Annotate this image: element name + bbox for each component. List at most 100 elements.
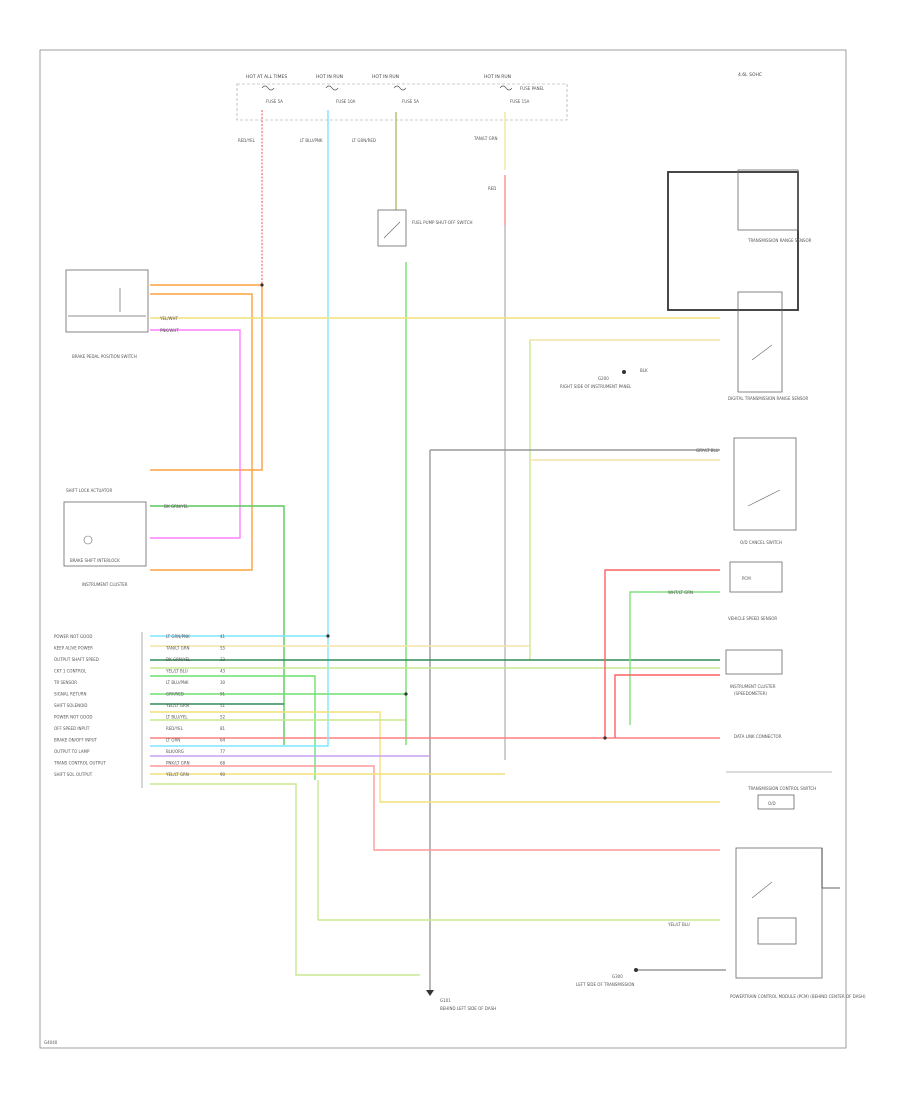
fuse-rating-1: FUSE 5A (266, 99, 283, 104)
pcm-pin-number: 33 (220, 657, 226, 662)
pressure-switch-lower (737, 291, 783, 393)
ground-g200-label: G200 (598, 376, 609, 381)
engine-label: 4.6L SOHC (738, 72, 762, 78)
shift-solenoid-box (63, 501, 147, 567)
ground-arrow-2 (426, 990, 434, 996)
brake-switch-component: BRAKE PEDAL POSITION SWITCH (65, 269, 149, 359)
pcm-pin-wire: LT BLU/YEL (166, 715, 188, 720)
fuse-panel: HOT AT ALL TIMES HOT IN RUN HOT IN RUN H… (236, 74, 568, 121)
pcm-pin-wire: GRY/RED (166, 692, 184, 697)
right-lower-module (735, 847, 823, 979)
right-lower-component: TRANSMISSION CONTROL SWITCH O/D POWERTRA… (730, 786, 866, 999)
junction-dot (260, 283, 264, 287)
wire-label-dk-grn: DK GRN/YEL (164, 504, 189, 509)
ground-g300-label: G300 (612, 974, 623, 979)
shift-solenoid-title: SHIFT LOCK ACTUATOR (66, 488, 112, 493)
speedo-component: INSTRUMENT CLUSTER (SPEEDOMETER) DATA LI… (725, 649, 783, 739)
right-lower-title: TRANSMISSION CONTROL SWITCH (747, 786, 816, 791)
ground-g101-label: G101 (440, 998, 451, 1003)
ground-g300: G300 LEFT SIDE OF TRANSMISSION (576, 968, 726, 987)
wire-red-sensor (604, 569, 720, 738)
junction-dot (603, 736, 607, 740)
right-lower-box (757, 794, 795, 810)
fuse-label-1: HOT AT ALL TIMES (246, 74, 287, 80)
wire-label-yel-wht: YEL/WHT (159, 316, 179, 321)
pcm-pin-name: POWER NOT GOOD (54, 634, 92, 639)
cluster-label: INSTRUMENT CLUSTER (82, 582, 128, 587)
fuse-rating-2: FUSE 10A (336, 99, 356, 104)
ground-g300-note: LEFT SIDE OF TRANSMISSION (576, 982, 634, 987)
fuse-panel-box (236, 83, 568, 121)
pcm-pin-wire: YEL/LT GRN (165, 772, 189, 777)
pcm-pin-wire: LT GRN (166, 738, 180, 743)
fuse-symbol-4 (499, 85, 513, 91)
pcm-pin-number: 77 (220, 749, 226, 754)
pcm-pin-wire: YEL/LT GRN (165, 703, 189, 708)
pcm-pin-number: 81 (220, 726, 226, 731)
pressure-switch-label: TRANSMISSION RANGE SENSOR (747, 238, 812, 243)
junction-dot (326, 634, 330, 638)
diagram-frame (39, 49, 847, 1049)
pcm-pin-name: KEEP ALIVE POWER (54, 646, 93, 651)
solenoid-coil-icon (83, 535, 93, 545)
wire-label-red-yel-top: RED/YEL (238, 138, 256, 143)
fuel-cutoff-component: FUEL PUMP SHUT-OFF SWITCH (377, 209, 473, 247)
pcm-pin-wire: LT GRN/PNK (166, 634, 190, 639)
fuse-symbol-1 (261, 85, 275, 91)
pressure-switch-contact (751, 344, 773, 361)
wire-red-speedo (614, 674, 720, 738)
pcm-pin-name: OUTPUT TO LAMP (54, 749, 90, 754)
fuse-rating-3: FUSE 5A (402, 99, 419, 104)
pcm-pin-number: 51 (220, 703, 226, 708)
ground-g200-note: RIGHT SIDE OF INSTRUMENT PANEL (560, 384, 632, 389)
ground-g200: G200 RIGHT SIDE OF INSTRUMENT PANEL (560, 370, 632, 389)
right-lower-inner (757, 917, 797, 945)
wire-green-cluster (150, 505, 285, 745)
right-lower-contact (751, 881, 773, 899)
fuse-panel-label: FUSE PANEL (520, 86, 545, 91)
wire-orange-2 (150, 293, 253, 571)
pcm-pin-name: BRAKE ON/OFF INPUT (54, 738, 98, 743)
pcm-pin-name: CKT 1 CONTROL (54, 669, 87, 674)
wire-pcm-8 (150, 711, 720, 803)
pcm-pin-number: 55 (220, 646, 226, 651)
pcm-pin-number: 64 (220, 738, 226, 743)
wire-label-gry: GRY/LT BLU (696, 448, 719, 453)
fuel-cutoff-label: FUEL PUMP SHUT-OFF SWITCH (412, 220, 473, 225)
wire-label-pnk-wht: PNK/WHT (160, 328, 179, 333)
rear-sensor-pcm: PCM (742, 576, 751, 581)
wire-pcm-15 (150, 783, 420, 976)
junction-dot (404, 692, 408, 696)
speedo-box (725, 649, 783, 675)
wire-pcm-11 (150, 735, 329, 747)
fuel-cutoff-contact (383, 221, 401, 239)
wire-orange-1 (150, 284, 263, 471)
pcm-pin-name: TRANS CONTROL OUTPUT (53, 761, 106, 766)
pcm-pin-number: 43 (220, 669, 226, 674)
brake-switch-label: BRAKE PEDAL POSITION SWITCH (72, 354, 137, 359)
ratio-switch-box (733, 437, 797, 531)
pcm-pin-number: 68 (220, 761, 226, 766)
pcm-pin-number: 30 (220, 680, 226, 685)
pcm-pin-name: SHIFT SOL OUTPUT (54, 772, 93, 777)
rear-sensor-label: VEHICLE SPEED SENSOR (728, 616, 777, 621)
wire-label-yel-blu: YEL/LT BLU (667, 922, 690, 927)
pcm-pin-number: 41 (220, 634, 226, 639)
ccd-label: DATA LINK CONNECTOR (734, 734, 782, 739)
wire-label-lt-blu-top: LT BLU/PNK (300, 138, 323, 143)
speedo-sub: (SPEEDOMETER) (734, 691, 768, 696)
speedo-label: INSTRUMENT CLUSTER (730, 684, 776, 689)
pressure-switch-component: TRANSMISSION RANGE SENSOR DIGITAL TRANSM… (667, 169, 812, 401)
pcm-pin-name: SIGNAL RETURN (54, 692, 87, 697)
pcm-pin-wire: RED/YEL (166, 726, 184, 731)
pcm-pin-name: OFF SPEED INPUT (54, 726, 90, 731)
ground-dot-1 (622, 370, 626, 374)
pcm-pin-name: TR SENSOR (53, 680, 77, 685)
fuse-label-4: HOT IN RUN (484, 74, 511, 80)
pcm-pin-number: 90 (220, 772, 226, 777)
wire-magenta (150, 329, 241, 539)
pcm-block-label: POWERTRAIN CONTROL MODULE (PCM) (BEHIND … (730, 994, 866, 999)
